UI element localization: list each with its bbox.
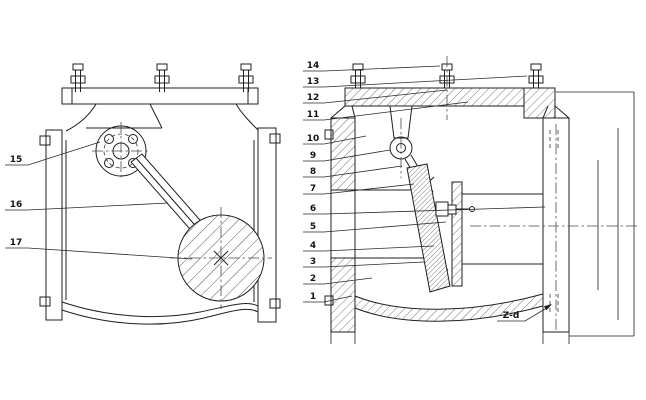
body-neck-right [235,103,259,131]
callout-17: 17 [10,238,23,248]
left-view-external [39,63,281,325]
body-bottom-inner [61,308,259,325]
body-neck-left [65,103,97,132]
callout-9: 9 [310,151,316,161]
leader-line-17 [5,247,193,260]
callout-3: 3 [310,257,316,267]
leader-line-12 [303,89,448,104]
callout-4: 4 [310,241,316,251]
leader-line-13 [303,75,528,88]
leader-line-14 [303,65,441,72]
arrowhead-icon [543,304,552,311]
bolt-hole-label: Z-d [503,311,520,321]
leader-line-10 [303,135,367,145]
callout-2: 2 [310,274,316,284]
callout-5: 5 [310,222,316,232]
section-callouts: 14 13 12 11 10 9 8 7 6 5 4 3 2 1 [303,61,546,303]
section-outlet-flange [542,105,570,333]
leader-line-15 [5,141,101,166]
callout-7: 7 [310,184,316,194]
projection-lines [330,91,635,344]
leader-line-16 [5,202,169,211]
leader-line-3 [303,261,425,268]
leader-line-2 [303,277,373,285]
callout-10: 10 [307,134,320,144]
left-view-callouts: 15 16 17 [5,141,193,260]
bolt-hole-note: Z-d [497,304,552,322]
leader-line-1 [303,295,353,303]
leader-line-11 [303,101,469,121]
bolt-hole-leader [497,305,551,322]
callout-1: 1 [310,292,316,302]
leader-line-8 [303,165,403,178]
callout-15: 15 [10,155,23,165]
leader-line-5 [303,221,447,233]
leader-line-6 [303,206,546,215]
callout-16: 16 [10,200,23,210]
section-inlet-flange [324,105,356,333]
body-bottom-outer [61,301,259,318]
seat-ring [451,181,463,287]
section-disc [406,163,451,293]
outlet-flange [253,127,281,323]
right-view-section [324,56,640,344]
flow-passage [355,176,543,271]
bonnet-cover [61,87,259,105]
callout-8: 8 [310,167,316,177]
inlet-flange [39,129,67,321]
leader-line-9 [303,149,391,162]
leader-line-4 [303,245,435,252]
callout-14: 14 [307,61,320,71]
leader-line-7 [303,183,415,195]
callout-13: 13 [307,77,320,87]
callout-11: 11 [307,110,320,120]
section-body-bottom [354,293,544,322]
callout-6: 6 [310,204,316,214]
bonnet-edge [149,103,163,129]
callout-12: 12 [307,93,320,103]
